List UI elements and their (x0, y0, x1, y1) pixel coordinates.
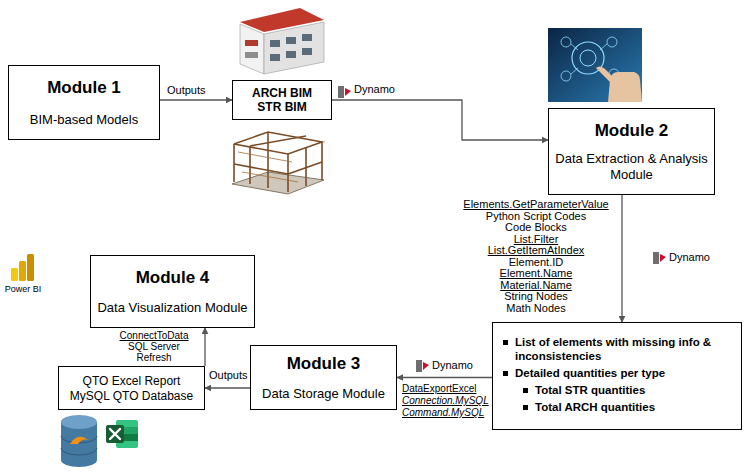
edge-label: Outputs (208, 369, 249, 382)
connector-arrow (205, 387, 250, 388)
edge-label: Dynamo (431, 359, 474, 372)
bullet-mark (523, 405, 528, 410)
annotation-label: Power BI (2, 284, 44, 295)
box-text: MySQL QTO Database (70, 389, 193, 403)
annotation-label: SQL Server (108, 341, 200, 353)
module-box: Module 4 Data Visualization Module (90, 255, 255, 328)
annotation-label: Connection.MySQL (402, 395, 489, 407)
box-text: Data Visualization Module (97, 300, 247, 316)
list-item: List of elements with missing info & inc… (503, 335, 735, 363)
annotation-label: Refresh (108, 352, 200, 364)
connector-arrow (332, 100, 548, 140)
dynamo-icon (338, 86, 351, 98)
excel-icon (104, 418, 140, 450)
box-text: Data Extraction & Analysis Module (555, 151, 708, 183)
annotation-label: Math Nodes (458, 302, 614, 315)
list-text: List of elements with missing info & inc… (515, 335, 735, 363)
list-item: Detailed quantities per type (503, 366, 735, 380)
annotation-label: Python Script Codes (458, 210, 614, 223)
connector-arrow (397, 377, 492, 378)
annotation-label: String Nodes (458, 290, 614, 303)
edge-label: Dynamo (353, 83, 396, 96)
list-item: Total ARCH quantities (523, 400, 735, 414)
list-text: Total STR quantities (535, 383, 645, 397)
module-box: Module 2 Data Extraction & Analysis Modul… (548, 108, 715, 195)
data-box: QTO Excel ReportMySQL QTO Database (58, 366, 205, 410)
edge-label: Dynamo (668, 251, 711, 264)
list-text: Total ARCH quantities (535, 400, 655, 414)
module-title: Module 1 (47, 78, 121, 98)
list-item: Total STR quantities (523, 383, 735, 397)
mysql-icon (58, 414, 100, 470)
annotation-label: List.GetItemAtIndex (458, 244, 614, 257)
list-text: Detailed quantities per type (515, 366, 665, 380)
annotation-label: Element.ID (458, 256, 614, 269)
bullet-mark (503, 371, 508, 376)
annotation-label: DataExportExcel (402, 383, 476, 395)
box-text: STR BIM (257, 100, 306, 114)
box-text: ARCH BIM (252, 86, 312, 100)
connector-arrow (204, 328, 205, 366)
annotation-label: Command.MySQL (402, 407, 484, 419)
module-box: Module 1 BIM-based Models (8, 65, 160, 140)
bullet-mark (503, 340, 508, 345)
connector-arrow (160, 99, 232, 100)
annotation-label: ConnectToData (108, 330, 200, 342)
module-title: Module 2 (595, 121, 669, 141)
annotation-label: Material.Name (458, 279, 614, 292)
output-list-box: List of elements with missing info & inc… (492, 322, 742, 430)
annotation-label: Code Blocks (458, 221, 614, 234)
connector-arrow (621, 195, 622, 322)
annotation-label: Elements.GetParameterValue (458, 198, 614, 211)
dynamo-icon (416, 360, 429, 372)
bullet-mark (523, 388, 528, 393)
arch-model-image (232, 0, 328, 78)
module-title: Module 4 (136, 268, 210, 288)
edge-label: Outputs (166, 84, 207, 97)
annotation-label: Element.Name (458, 267, 614, 280)
module-title: Module 3 (287, 354, 361, 374)
powerbi-icon (10, 254, 36, 282)
box-text: QTO Excel Report (83, 374, 181, 388)
str-model-image (228, 124, 328, 202)
box-text: Data Storage Module (262, 386, 385, 402)
dynamo-icon (653, 252, 666, 264)
data-box: ARCH BIMSTR BIM (232, 80, 332, 120)
analysis-image (548, 28, 642, 102)
annotation-label: List.Filter (458, 233, 614, 246)
module-box: Module 3 Data Storage Module (250, 345, 397, 410)
box-text: BIM-based Models (30, 112, 138, 128)
